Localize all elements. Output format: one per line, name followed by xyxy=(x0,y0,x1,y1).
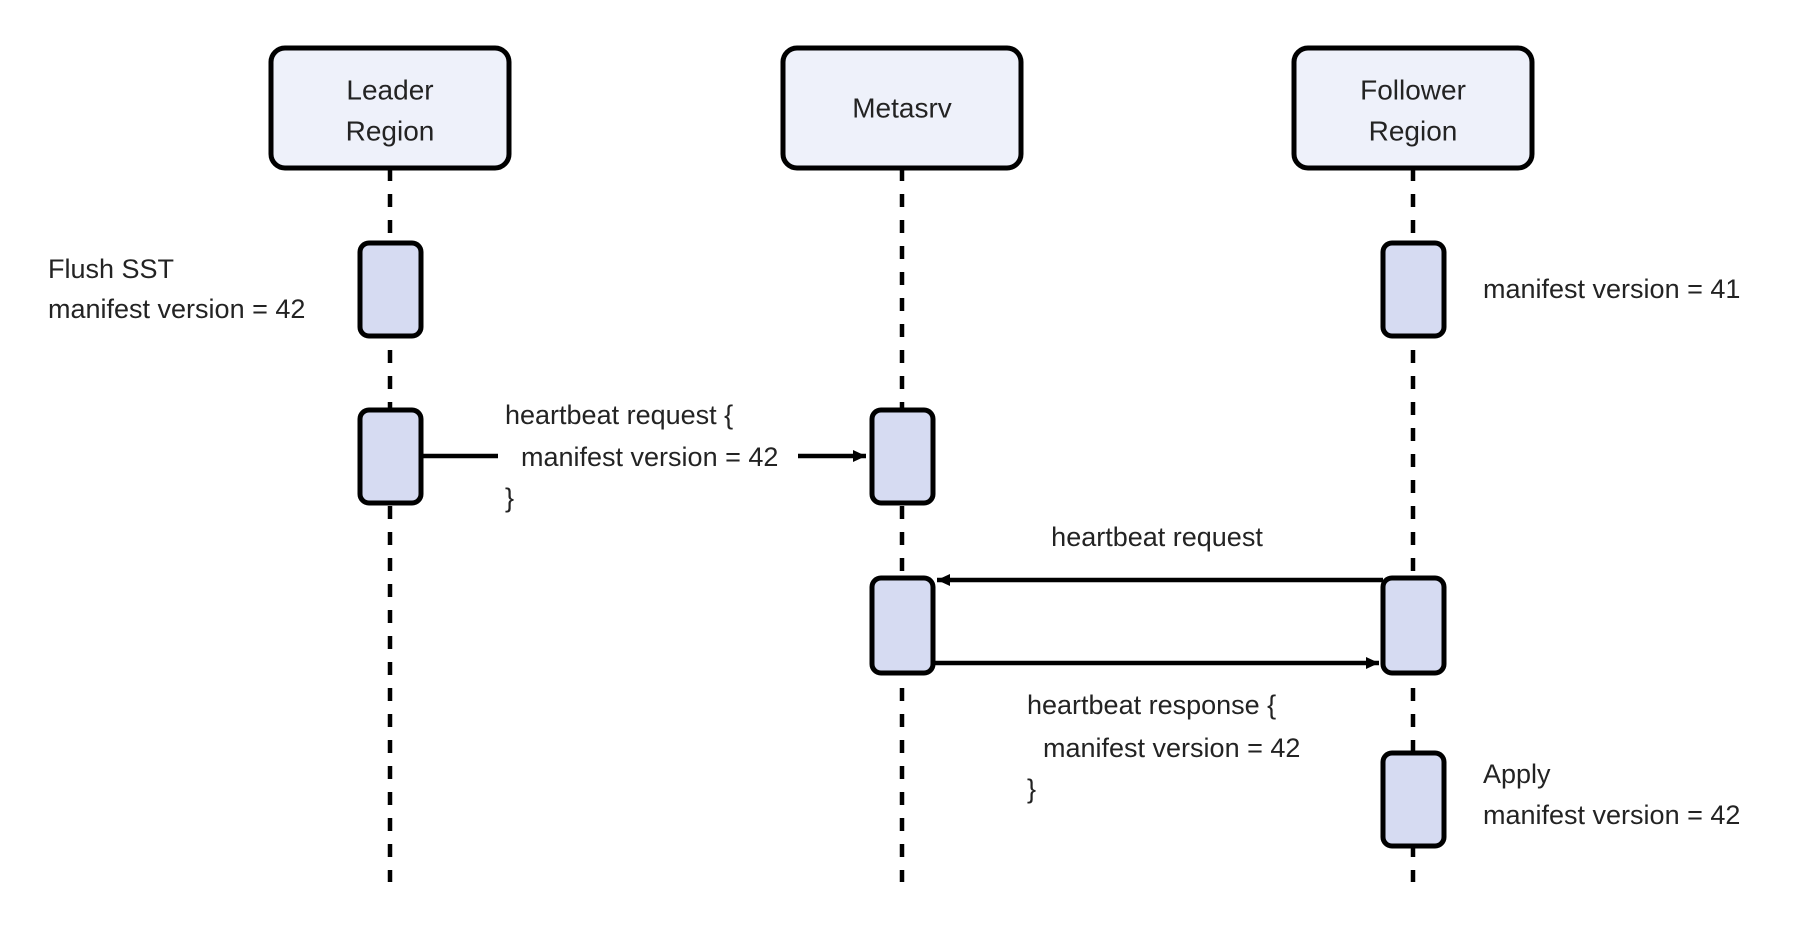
participant-metasrv[interactable]: Metasrv xyxy=(780,45,1024,171)
message-heartbeat-response-label-line2: manifest version = 42 xyxy=(1043,733,1300,763)
activation-metasrv-follower-exchange[interactable] xyxy=(869,575,936,676)
activation-leader-flush[interactable] xyxy=(357,240,424,339)
participant-leader-box[interactable] xyxy=(268,45,512,171)
participant-leader-label-line1: Leader xyxy=(346,74,433,105)
message-heartbeat-request-leader-label-line3: } xyxy=(505,483,514,513)
activation-metasrv-heartbeat-in[interactable] xyxy=(869,407,936,506)
note-follower-manifest-version: manifest version = 41 xyxy=(1483,274,1740,304)
activation-follower-apply[interactable] xyxy=(1380,750,1447,849)
note-apply-line1: Apply xyxy=(1483,759,1551,789)
message-heartbeat-request-follower[interactable]: heartbeat request xyxy=(937,522,1383,586)
participant-follower-label-line2: Region xyxy=(1369,115,1458,146)
message-heartbeat-response[interactable]: heartbeat response { manifest version = … xyxy=(935,657,1379,804)
message-heartbeat-response-label-line1: heartbeat response { xyxy=(1027,690,1276,720)
message-heartbeat-response-label-line3: } xyxy=(1027,774,1036,804)
note-flush-sst: Flush SST manifest version = 42 xyxy=(48,254,305,324)
message-heartbeat-request-follower-label: heartbeat request xyxy=(1051,522,1263,552)
participant-follower[interactable]: Follower Region xyxy=(1291,45,1535,171)
note-flush-sst-line2: manifest version = 42 xyxy=(48,294,305,324)
participant-leader-label-line2: Region xyxy=(346,115,435,146)
participant-leader[interactable]: Leader Region xyxy=(268,45,512,171)
activation-leader-heartbeat[interactable] xyxy=(357,407,424,506)
participant-follower-label-line1: Follower xyxy=(1360,74,1466,105)
note-apply-line2: manifest version = 42 xyxy=(1483,800,1740,830)
activation-follower-exchange[interactable] xyxy=(1380,575,1447,676)
activation-follower-initial[interactable] xyxy=(1380,240,1447,339)
participant-follower-box[interactable] xyxy=(1291,45,1535,171)
participant-metasrv-label-line1: Metasrv xyxy=(852,92,952,123)
message-heartbeat-request-leader[interactable]: heartbeat request { manifest version = 4… xyxy=(421,400,866,513)
participant-metasrv-box[interactable] xyxy=(780,45,1024,171)
note-follower-manifest-version-line1: manifest version = 41 xyxy=(1483,274,1740,304)
message-heartbeat-request-leader-label-line2: manifest version = 42 xyxy=(521,442,778,472)
note-flush-sst-line1: Flush SST xyxy=(48,254,174,284)
message-heartbeat-request-leader-label-line1: heartbeat request { xyxy=(505,400,733,430)
note-apply: Apply manifest version = 42 xyxy=(1483,759,1740,830)
